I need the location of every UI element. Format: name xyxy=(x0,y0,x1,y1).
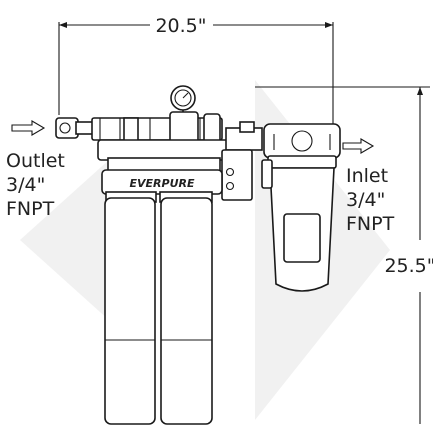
inlet-thread: FNPT xyxy=(346,213,395,235)
cartridge-right xyxy=(160,197,213,425)
outlet-arrow xyxy=(11,120,46,136)
width-dimension: 20.5" xyxy=(58,15,334,130)
height-dimension: 25.5" xyxy=(255,86,433,424)
cartridge-left xyxy=(104,197,156,425)
prefilter-housing xyxy=(261,123,341,292)
outlet-thread: FNPT xyxy=(6,198,55,220)
inlet-name: Inlet xyxy=(346,165,388,187)
width-dimension-label: 20.5" xyxy=(155,15,206,37)
brand-mark: EVERPURE xyxy=(130,177,195,190)
outlet-size: 3/4" xyxy=(6,174,45,196)
height-dimension-label: 25.5" xyxy=(384,255,433,277)
outlet-name: Outlet xyxy=(6,150,65,172)
inlet-arrow xyxy=(342,138,375,154)
inlet-size: 3/4" xyxy=(346,189,385,211)
filter-heads: EVERPURE xyxy=(101,169,223,203)
